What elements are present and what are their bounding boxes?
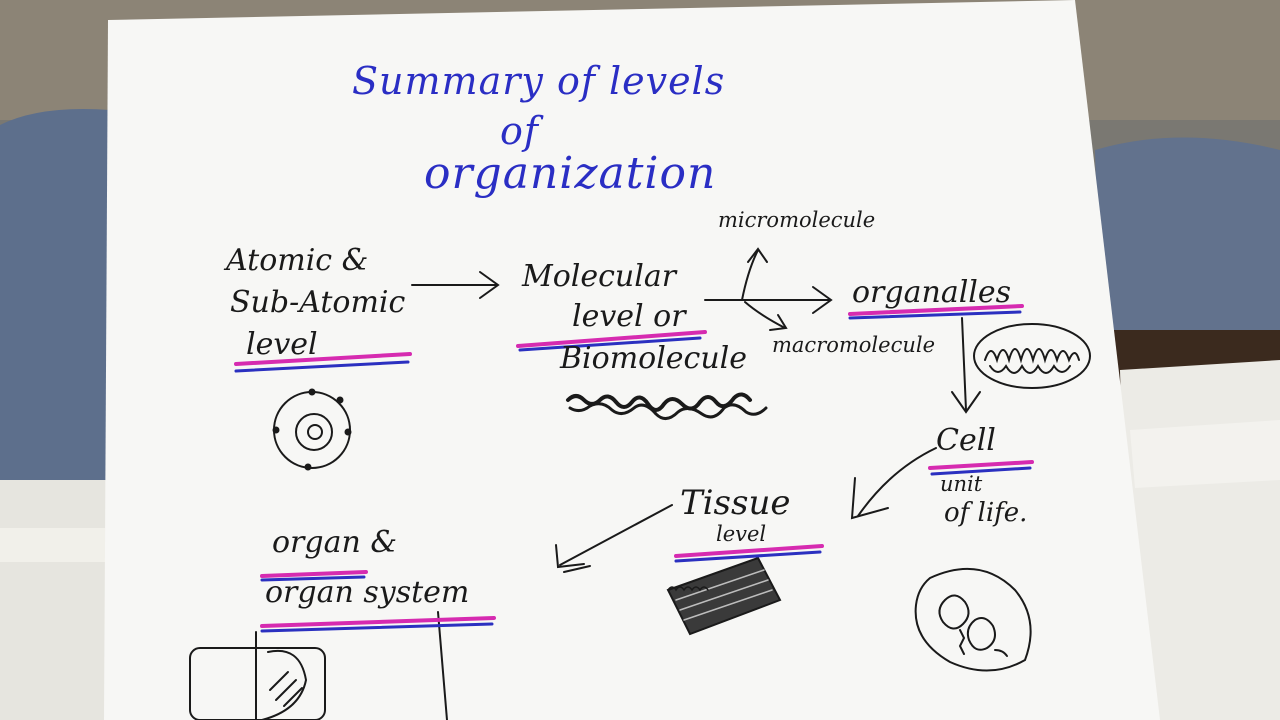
arrow-tissue-to-organ: [555, 504, 673, 573]
cell-sub-2: of life.: [944, 498, 1028, 528]
arrow-micromolecule: [741, 247, 768, 301]
highlight-lines: [234, 304, 1034, 633]
paper-stack-left: [0, 480, 110, 720]
tissue-drawing: [666, 556, 782, 636]
organ-line-1: organ &: [272, 525, 398, 560]
cell-label: Cell: [936, 423, 996, 458]
organelles-label: organalles: [852, 275, 1012, 310]
atomic-line-1: Atomic &: [226, 243, 369, 278]
arrow-atomic-to-molecular: [411, 271, 500, 299]
cell-drawing: [914, 567, 1032, 672]
organ-line-2: organ system: [265, 575, 470, 610]
tissue-sub: level: [716, 522, 767, 546]
arrow-organelles-to-cell: [951, 317, 981, 414]
biomolecule-drawing: [566, 392, 768, 420]
tissue-label: Tissue: [680, 483, 791, 523]
atom-drawing: [272, 388, 352, 471]
atomic-line-3: level: [246, 327, 318, 362]
macromolecule-label: macromolecule: [772, 333, 936, 357]
molecular-line-2: level or: [572, 299, 686, 334]
arrow-cell-to-tissue: [850, 447, 937, 520]
title-line-1: Summary of levels: [352, 59, 726, 103]
micromolecule-label: micromolecule: [718, 208, 876, 232]
organ-drawing: [189, 611, 448, 720]
title-line-3: organization: [424, 148, 717, 199]
title-line-2: of: [500, 109, 539, 153]
jeans-left: [0, 109, 110, 480]
jeans-right: [1095, 137, 1280, 340]
arrow-molecular-to-organelles: [704, 286, 833, 314]
molecular-line-1: Molecular: [522, 259, 677, 294]
atomic-line-2: Sub-Atomic: [230, 285, 406, 320]
arrow-macromolecule: [744, 301, 788, 331]
molecular-line-3: Biomolecule: [560, 341, 748, 376]
cell-sub-1: unit: [940, 472, 983, 496]
mitochondrion-drawing: [973, 323, 1091, 389]
paper-sheet: [104, 0, 1160, 720]
